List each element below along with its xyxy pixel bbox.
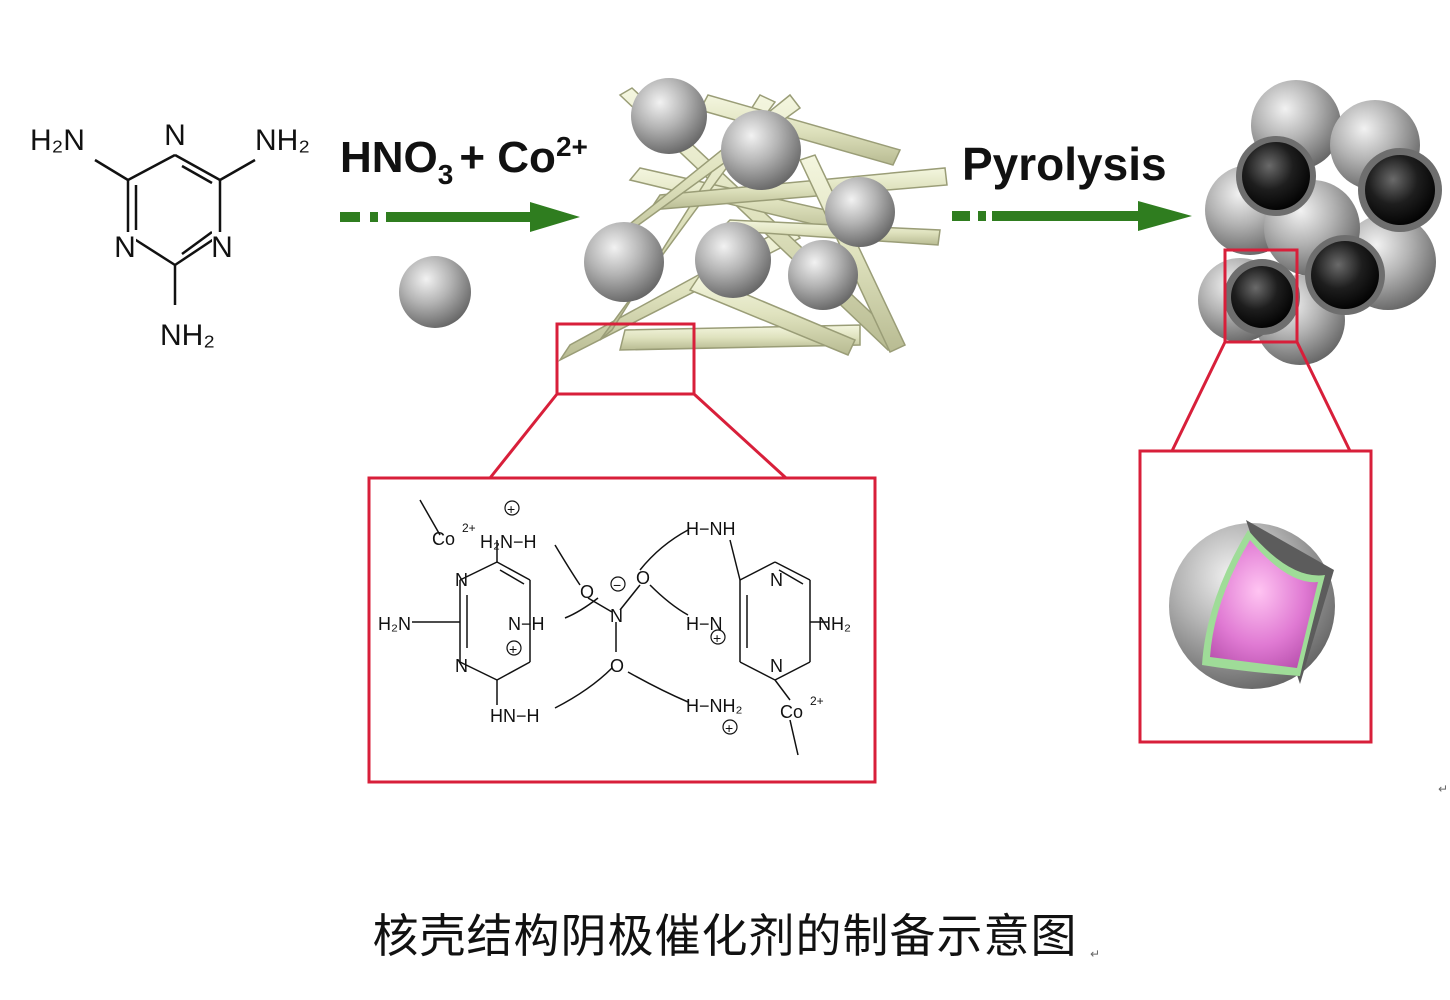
- svg-text:N: N: [770, 656, 783, 676]
- zoom-callout-left: [488, 322, 788, 480]
- return-mark-caption: ↵: [1090, 947, 1101, 961]
- cutaway-particle: [1169, 520, 1335, 689]
- zoom-panel-left: [367, 476, 877, 784]
- svg-text:N: N: [770, 570, 783, 590]
- core-shell-cluster: [1198, 80, 1442, 365]
- zoom-callout-right: [1170, 248, 1352, 452]
- h-nh2-right: H−NH₂: [686, 696, 743, 716]
- oxygen-bottom: O: [610, 656, 624, 676]
- h2n-h-label: H₂N−H: [480, 532, 537, 552]
- svg-text:N: N: [455, 570, 468, 590]
- nh2-right: NH₂: [818, 614, 851, 634]
- arrow-step-1: [340, 202, 580, 232]
- melamine-molecule: N N N H₂N NH₂ NH₂: [30, 119, 310, 352]
- arrow-step-2: [952, 201, 1192, 231]
- ring-n-left: N: [114, 231, 136, 264]
- melamine-nh2-left: H₂N: [30, 124, 85, 157]
- nitrate-n: N: [610, 606, 623, 626]
- svg-text:+: +: [725, 720, 733, 736]
- reagent-label: HNO3+ Co2+: [340, 131, 588, 190]
- h-nh-top: H−NH: [686, 519, 736, 539]
- template-sphere: [399, 256, 471, 328]
- hn-h-left: HN−H: [490, 706, 540, 726]
- pyrolysis-label: Pyrolysis: [962, 138, 1167, 190]
- rod-spheres: [584, 78, 895, 310]
- ring-n-right: N: [211, 231, 233, 264]
- melamine-nh2-right: NH₂: [255, 124, 310, 157]
- h-n-right: H−N: [686, 614, 723, 634]
- co-right: Co: [780, 702, 803, 722]
- h-bond-structure: Co 2+ H₂N−H H₂N N−H HN−H N N O O N O H−N…: [378, 499, 851, 756]
- svg-text:−: −: [613, 577, 621, 593]
- ring-n-top: N: [164, 119, 186, 152]
- svg-text:+: +: [713, 630, 721, 646]
- melamine-nh2-bottom: NH₂: [160, 319, 215, 352]
- n-h-left: N−H: [508, 614, 545, 634]
- return-mark: ↵: [1438, 782, 1449, 796]
- co-left: Co: [432, 529, 455, 549]
- svg-text:N: N: [455, 656, 468, 676]
- figure-caption: 核壳结构阴极催化剂的制备示意图: [372, 909, 1078, 963]
- svg-text:2+: 2+: [810, 694, 824, 708]
- svg-text:2+: 2+: [462, 521, 476, 535]
- svg-text:HNO3+ Co2+: HNO3+ Co2+: [340, 131, 588, 190]
- h2n-left: H₂N: [378, 614, 411, 634]
- svg-text:+: +: [509, 641, 517, 657]
- oxygen-left: O: [580, 582, 594, 602]
- oxygen-right: O: [636, 568, 650, 588]
- svg-text:+: +: [507, 501, 515, 517]
